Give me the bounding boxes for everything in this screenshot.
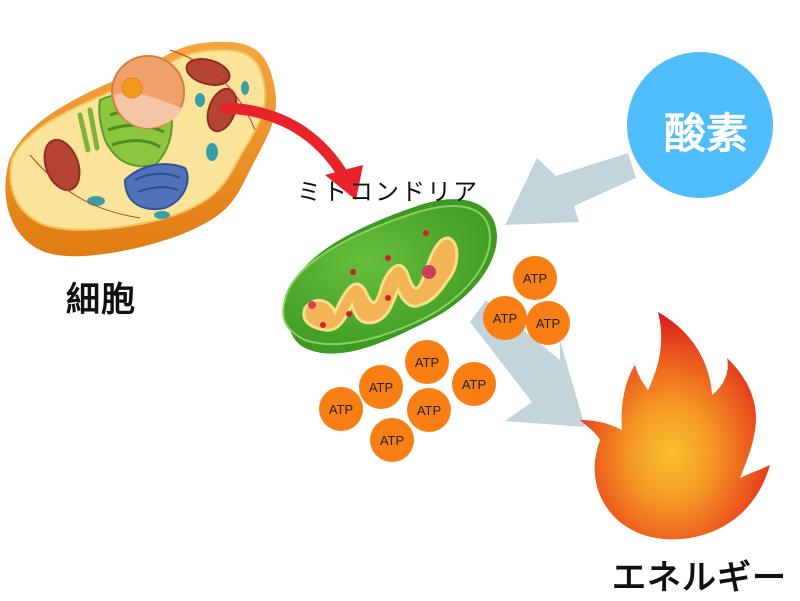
atp-circle <box>483 296 527 340</box>
atp-circle <box>407 388 451 432</box>
atp-circle <box>513 256 557 300</box>
atp-molecule: ATP <box>452 362 496 406</box>
oxygen-circle <box>627 52 773 198</box>
atp-molecule: ATP <box>526 301 570 345</box>
animal-cell-illustration <box>5 41 276 257</box>
atp-circle <box>452 362 496 406</box>
atp-label: ATP <box>380 433 404 448</box>
mitochondria-label: ミトコンドリア <box>297 178 479 206</box>
atp-molecule: ATP <box>405 340 449 384</box>
atp-label: ATP <box>536 316 560 331</box>
atp-label: ATP <box>369 380 393 395</box>
atp-molecule: ATP <box>407 388 451 432</box>
atp-molecule: ATP <box>359 365 403 409</box>
atp-circle <box>405 340 449 384</box>
atp-label: ATP <box>493 311 517 326</box>
cell-mitochondrion-left <box>43 138 81 192</box>
energy-label: エネルギー <box>612 558 787 598</box>
cell-mitochondrion-top <box>185 58 231 86</box>
nucleus <box>111 55 185 129</box>
atp-molecules: ATP ATP ATP ATP ATP ATP ATP ATP ATP <box>319 256 570 462</box>
atp-circle <box>526 301 570 345</box>
atp-molecule: ATP <box>513 256 557 300</box>
atp-circle <box>359 365 403 409</box>
golgi-apparatus <box>123 163 189 210</box>
atp-label: ATP <box>523 271 547 286</box>
flame-illustration <box>580 312 770 540</box>
atp-label: ATP <box>329 402 353 417</box>
atp-molecule: ATP <box>319 387 363 431</box>
atp-label: ATP <box>415 355 439 370</box>
oxygen-label: 酸素 <box>663 109 748 158</box>
atp-label: ATP <box>462 377 486 392</box>
mitochondrion-cristae <box>302 236 459 332</box>
mitochondrion-illustration <box>282 199 498 354</box>
oxygen-arrow <box>505 153 636 225</box>
atp-molecule: ATP <box>370 418 414 462</box>
cell-label: 細胞 <box>66 280 136 320</box>
atp-molecule: ATP <box>483 296 527 340</box>
atp-circle <box>319 387 363 431</box>
red-curved-arrow <box>220 102 363 200</box>
atp-label: ATP <box>417 403 441 418</box>
atp-circle <box>370 418 414 462</box>
